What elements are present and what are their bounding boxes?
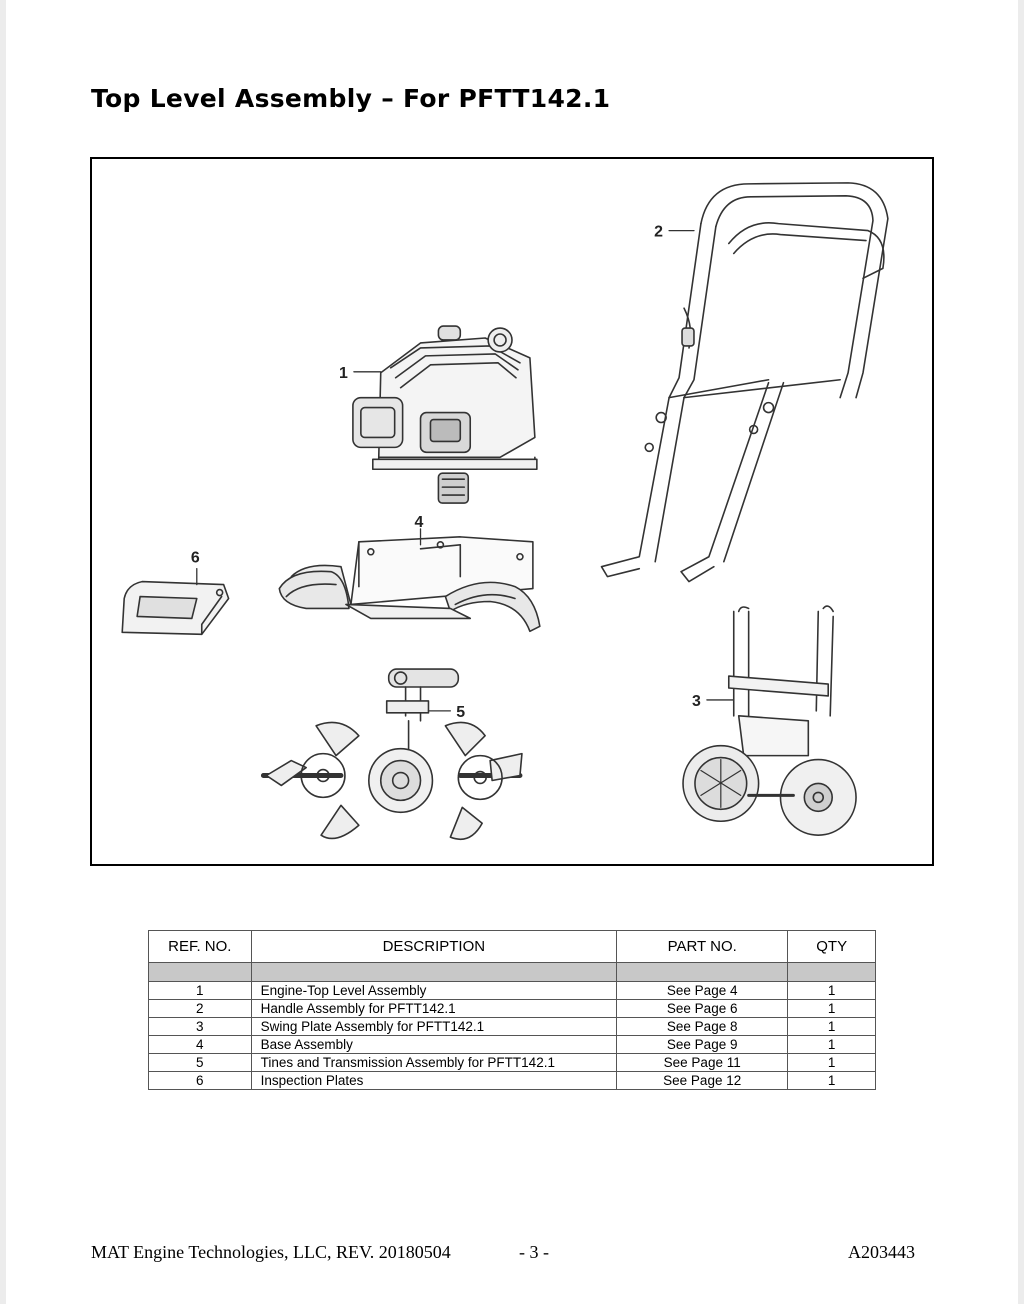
base-assembly-drawing bbox=[278, 536, 541, 633]
table-row: 3 Swing Plate Assembly for PFTT142.1 See… bbox=[148, 1017, 876, 1036]
callout-leaders bbox=[196, 229, 735, 712]
cell-ref: 4 bbox=[148, 1035, 252, 1054]
table-row: 5 Tines and Transmission Assembly for PF… bbox=[148, 1053, 876, 1072]
cell-part-no: See Page 9 bbox=[616, 1035, 789, 1054]
cell-part-no: See Page 6 bbox=[616, 999, 789, 1018]
table-row: 4 Base Assembly See Page 9 1 bbox=[148, 1035, 876, 1054]
header-part-no: PART NO. bbox=[616, 930, 789, 963]
cell-qty: 1 bbox=[787, 981, 876, 1000]
cell-part-no: See Page 12 bbox=[616, 1071, 789, 1090]
exploded-view-drawing: 1 2 3 4 5 6 bbox=[121, 182, 889, 841]
cell-ref: 6 bbox=[148, 1071, 252, 1090]
tines-transmission-drawing bbox=[260, 668, 523, 841]
cell-ref: 5 bbox=[148, 1053, 252, 1072]
cell-qty: 1 bbox=[787, 1071, 876, 1090]
footer-company: MAT Engine Technologies, LLC, REV. 20180… bbox=[91, 1242, 451, 1262]
cell-description: Handle Assembly for PFTT142.1 bbox=[250, 999, 618, 1018]
table-shaded-row bbox=[148, 962, 876, 982]
footer-page-number: - 3 - bbox=[519, 1242, 549, 1262]
cell-description: Swing Plate Assembly for PFTT142.1 bbox=[250, 1017, 618, 1036]
cell-qty: 1 bbox=[787, 1017, 876, 1036]
cell-ref: 2 bbox=[148, 999, 252, 1018]
shaded-cell bbox=[616, 962, 789, 982]
exploded-view-figure: 1 2 3 4 5 6 bbox=[90, 157, 934, 866]
header-qty: QTY bbox=[787, 930, 876, 963]
page-right-edge bbox=[1018, 0, 1024, 1304]
cell-description: Tines and Transmission Assembly for PFTT… bbox=[250, 1053, 618, 1072]
shaded-cell bbox=[148, 962, 252, 982]
cell-description: Base Assembly bbox=[250, 1035, 618, 1054]
cell-qty: 1 bbox=[787, 1035, 876, 1054]
shaded-cell bbox=[250, 962, 618, 982]
table-row: 1 Engine-Top Level Assembly See Page 4 1 bbox=[148, 981, 876, 1000]
callout-5: 5 bbox=[456, 704, 465, 721]
table-row: 6 Inspection Plates See Page 12 1 bbox=[148, 1071, 876, 1090]
cell-part-no: See Page 11 bbox=[616, 1053, 789, 1072]
cell-description: Inspection Plates bbox=[250, 1071, 618, 1090]
callout-4: 4 bbox=[415, 514, 424, 531]
callout-2: 2 bbox=[654, 224, 663, 241]
page-left-edge bbox=[0, 0, 6, 1304]
engine-assembly-drawing bbox=[352, 325, 538, 504]
cell-ref: 3 bbox=[148, 1017, 252, 1036]
header-ref-no: REF. NO. bbox=[148, 930, 252, 963]
cell-qty: 1 bbox=[787, 1053, 876, 1072]
header-description: DESCRIPTION bbox=[250, 930, 618, 963]
table-header-row: REF. NO. DESCRIPTION PART NO. QTY bbox=[148, 930, 876, 963]
cell-part-no: See Page 4 bbox=[616, 981, 789, 1000]
cell-part-no: See Page 8 bbox=[616, 1017, 789, 1036]
table-row: 2 Handle Assembly for PFTT142.1 See Page… bbox=[148, 999, 876, 1018]
handle-assembly-drawing bbox=[600, 182, 889, 583]
cell-ref: 1 bbox=[148, 981, 252, 1000]
swing-plate-drawing bbox=[682, 605, 857, 836]
inspection-plate-drawing bbox=[121, 580, 230, 636]
cell-description: Engine-Top Level Assembly bbox=[250, 981, 618, 1000]
callout-1: 1 bbox=[339, 365, 348, 382]
callout-6: 6 bbox=[191, 550, 200, 567]
shaded-cell bbox=[787, 962, 876, 982]
cell-qty: 1 bbox=[787, 999, 876, 1018]
parts-list-table: REF. NO. DESCRIPTION PART NO. QTY 1 Engi… bbox=[148, 930, 876, 1090]
footer-doc-number: A203443 bbox=[848, 1242, 915, 1262]
callout-3: 3 bbox=[692, 693, 701, 710]
page-title: Top Level Assembly – For PFTT142.1 bbox=[91, 84, 611, 113]
